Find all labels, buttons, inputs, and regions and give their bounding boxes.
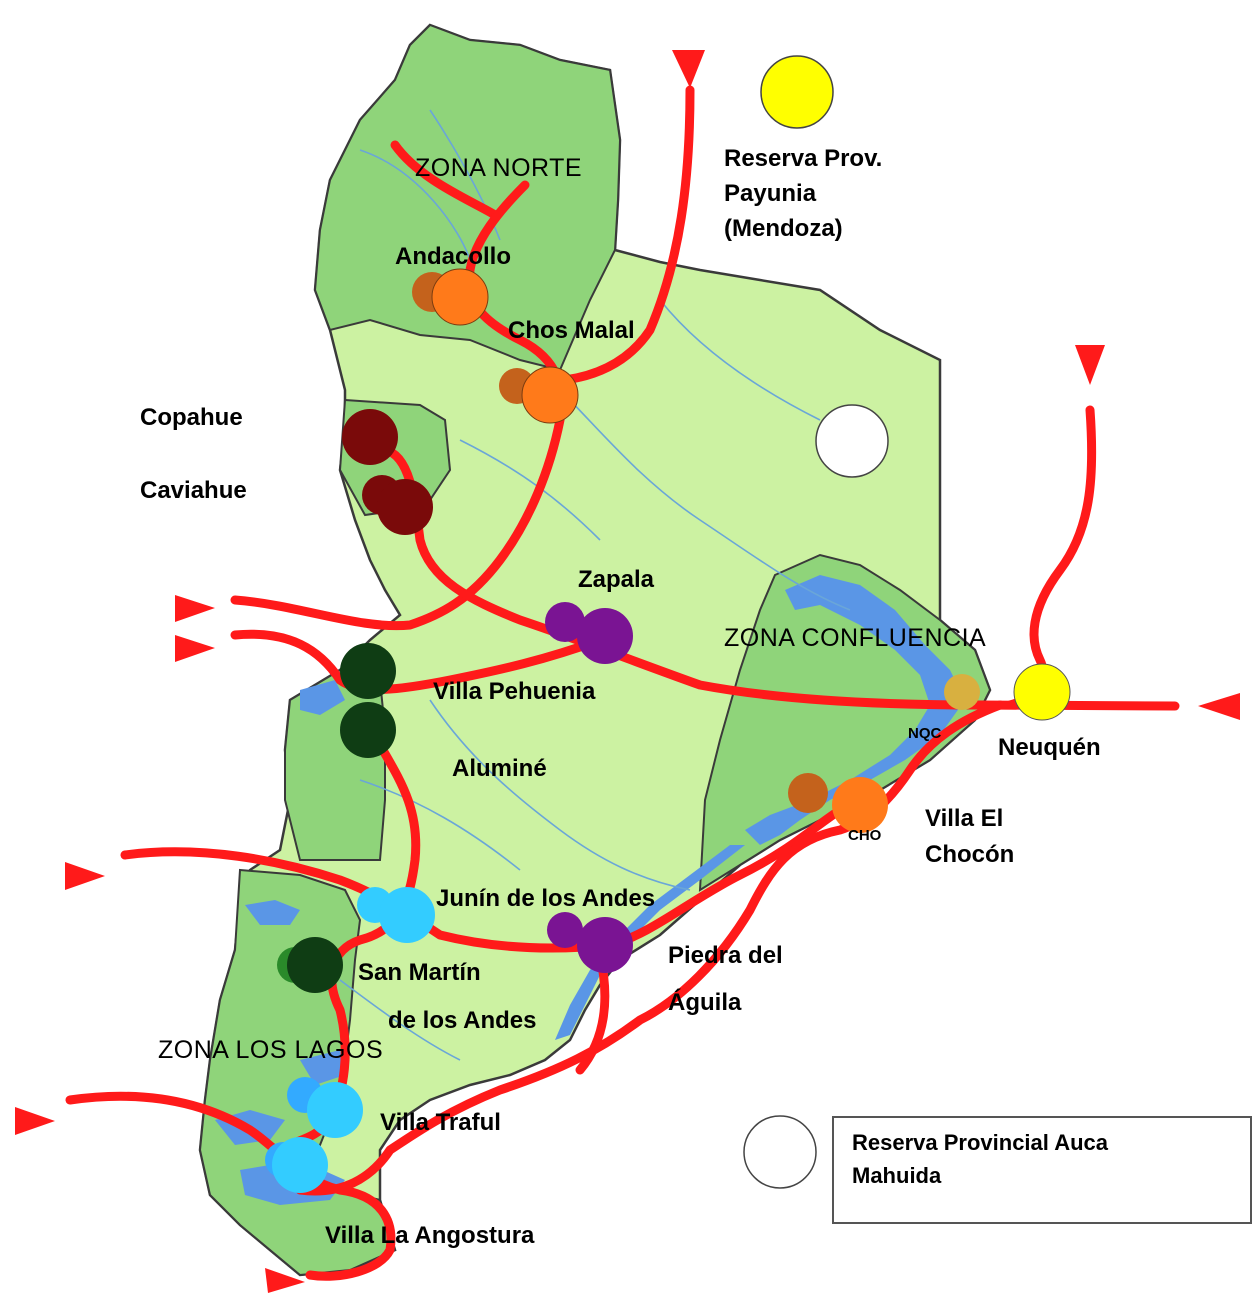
- legend-auca-2: Mahuida: [852, 1163, 942, 1188]
- arrow-west-1: [175, 595, 215, 622]
- arrow-west-3: [65, 862, 105, 890]
- arrow-north: [672, 50, 705, 88]
- dot-copahue: [342, 409, 398, 465]
- dot-angostura: [272, 1137, 328, 1193]
- arrow-east: [1198, 693, 1240, 720]
- label-villa-pehuenia: Villa Pehuenia: [433, 678, 596, 705]
- road-neuquen-north: [1005, 405, 1097, 710]
- dot-junin: [379, 887, 435, 943]
- label-nquc-small: NQC: [908, 725, 942, 742]
- label-andacollo: Andacollo: [395, 243, 511, 270]
- label-chocon-2: Chocón: [925, 841, 1014, 868]
- lake-pehuenia: [300, 680, 345, 715]
- river-line-8: [339, 979, 461, 1061]
- zone-confluencia-label: ZONA CONFLUENCIA: [724, 624, 986, 652]
- arrow-west-2: [175, 635, 215, 662]
- label-piedra-1: Piedra del: [668, 942, 783, 969]
- dot-chocon: [832, 777, 888, 833]
- dot-piedra-small: [547, 912, 583, 948]
- label-chos-malal: Chos Malal: [508, 317, 635, 344]
- arrow-west-4: [15, 1107, 55, 1135]
- dot-pehuenia-2: [340, 702, 396, 758]
- label-villa-traful: Villa Traful: [380, 1109, 501, 1136]
- dot-chosmalal: [521, 366, 579, 424]
- river-limay: [555, 845, 745, 1040]
- label-payunia-2: Payunia: [724, 180, 817, 207]
- label-junin: Junín de los Andes: [436, 885, 655, 912]
- label-caviahue: Caviahue: [140, 477, 247, 504]
- arrow-south: [265, 1268, 305, 1293]
- label-payunia-1: Reserva Prov.: [724, 145, 882, 172]
- lake-confluencia: [745, 575, 965, 845]
- label-choc-small: CHO: [848, 827, 882, 844]
- river-line-1: [359, 149, 471, 261]
- dot-zapala-small: [545, 602, 585, 642]
- river-line-5: [429, 699, 691, 891]
- label-san-martin-1: San Martín: [358, 959, 481, 986]
- river-line-7: [659, 299, 821, 421]
- lake-lagos-4: [300, 1050, 345, 1085]
- lake-lagos-1: [245, 900, 300, 925]
- arrow-north-east: [1075, 345, 1105, 385]
- road-norte-2: [230, 180, 567, 631]
- dot-sanmartin: [287, 937, 343, 993]
- label-zapala: Zapala: [578, 566, 655, 593]
- label-payunia-3: (Mendoza): [724, 215, 843, 242]
- dot-caviahue: [377, 479, 433, 535]
- label-chocon-1: Villa El: [925, 805, 1003, 832]
- river-line-6: [359, 779, 521, 871]
- dot-zapala: [577, 608, 633, 664]
- legend-auca-1: Reserva Provincial Auca: [852, 1130, 1109, 1155]
- dot-piedra: [577, 917, 633, 973]
- river-line-3: [559, 389, 851, 611]
- legend-white-circle-icon: [743, 1115, 817, 1189]
- reserve-auca-mahuida-icon: [815, 404, 889, 478]
- zone-lagos-label: ZONA LOS LAGOS: [158, 1036, 383, 1064]
- dot-traful: [307, 1082, 363, 1138]
- road-south-west: [65, 1091, 396, 1281]
- legend-box: [832, 1116, 1252, 1224]
- label-neuquen: Neuquén: [998, 734, 1101, 761]
- dot-andacollo: [431, 268, 489, 326]
- label-alumine: Aluminé: [452, 755, 547, 782]
- reserve-payunia-icon: [760, 55, 834, 129]
- road-limay: [295, 700, 1005, 1196]
- road-north-east: [560, 85, 695, 385]
- label-villa-angostura: Villa La Angostura: [325, 1222, 535, 1249]
- dot-pehuenia-1: [340, 643, 396, 699]
- zone-norte-label: ZONA NORTE: [415, 154, 582, 182]
- road-south-1: [120, 805, 845, 953]
- label-san-martin-2: de los Andes: [388, 1007, 536, 1034]
- dot-neuquen: [1013, 663, 1071, 721]
- label-copahue: Copahue: [140, 404, 243, 431]
- road-norte-1: [390, 140, 500, 220]
- label-piedra-2: Águila: [668, 988, 742, 1016]
- dot-neuquen-small: [944, 674, 980, 710]
- dot-chocon-small: [788, 773, 828, 813]
